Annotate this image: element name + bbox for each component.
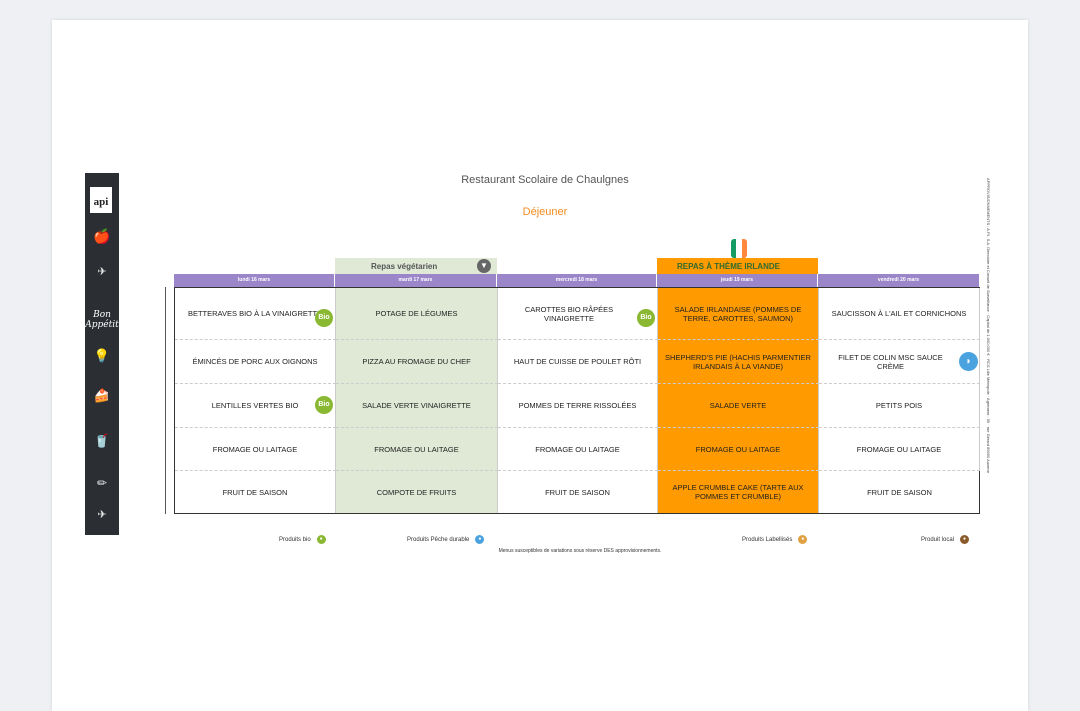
bio-badge-icon: Bio [315,396,333,414]
restaurant-title: Restaurant Scolaire de Chaulgnes [461,174,629,186]
menu-cell: SALADE VERTE [658,384,819,428]
menu-cell: FROMAGE OU LAITAGE [175,428,336,471]
legend-label: Produits Labellisés ● [742,535,808,545]
menu-grid: BETTERAVES BIO À LA VINAIGRETTE POTAGE D… [174,287,980,514]
vegetarian-icon: ▼ [477,259,491,273]
menu-cell: SHEPHERD'S PIE (HACHIS PARMENTIER IRLAND… [658,340,819,384]
menu-cell: FRUIT DE SAISON [175,471,336,513]
apple-icon: 🍎 [93,228,111,244]
menu-cell: BETTERAVES BIO À LA VINAIGRETTE [175,288,336,340]
legend-bio-label: Produits bio [279,537,311,544]
bon-appetit-tagline: Bon Appétit [85,310,119,330]
pencil-icon: ✏ [96,476,108,490]
day-header-tuesday: mardi 17 mars [335,274,497,287]
menu-cell: SAUCISSON À L'AIL ET CORNICHONS [819,288,980,340]
side-legal-text: APPROVISIONNEMENTS : A.P.I. S.A. Directo… [985,178,991,538]
bio-legend-icon: ● [316,535,326,544]
menu-cell: COMPOTE DE FRUITS [336,471,498,513]
left-rule [165,287,166,514]
menu-cell: FRUIT DE SAISON [498,471,658,513]
menu-cell: FROMAGE OU LAITAGE [819,428,980,471]
day-header-wednesday: mercredi 18 mars [497,274,657,287]
menu-cell: PIZZA AU FROMAGE DU CHEF [336,340,498,384]
menu-cell: POMMES DE TERRE RISSOLÉES [498,384,658,428]
brand-sidebar: api 🍎 ✈ Bon Appétit 💡 🍰 🥤 ✏ ✈ [85,173,119,535]
legend-bio: Produits bio ● [279,535,326,545]
menu-cell: SALADE VERTE VINAIGRETTE [336,384,498,428]
meal-title: Déjeuner [522,206,568,218]
label-legend-icon: ● [798,535,808,544]
irish-meal-banner: REPAS À THÈME IRLANDE [657,258,818,274]
cake-icon: 🍰 [93,388,111,403]
menu-cell: FROMAGE OU LAITAGE [336,428,498,471]
vegetarian-meal-banner: Repas végétarien ▼ [335,258,497,274]
legend-fish: Produits Pêche durable ● [407,535,485,545]
plane-icon: ✈ [97,509,107,521]
menu-cell: POTAGE DE LÉGUMES [336,288,498,340]
day-header-friday: vendredi 20 mars [818,274,980,287]
menu-page [52,20,1028,711]
menu-cell: FROMAGE OU LAITAGE [498,428,658,471]
fish-legend-icon: ● [475,535,485,544]
irish-label: REPAS À THÈME IRLANDE [677,262,780,271]
day-header-monday: lundi 16 mars [174,274,335,287]
supply-note: Menus susceptibles de variations sous ré… [498,548,662,554]
side-legal-label: APPROVISIONNEMENTS : A.P.I. S.A. Directo… [986,178,991,474]
menu-cell: LENTILLES VERTES BIO [175,384,336,428]
legend-local-label: Produit local [921,537,955,544]
ireland-flag-icon [731,239,747,258]
legend-label-label: Produits Labellisés [742,537,793,544]
paper-plane-icon: ✈ [97,266,107,278]
lightbulb-icon: 💡 [93,348,111,363]
menu-cell: FRUIT DE SAISON [867,487,932,497]
legend-fish-label: Produits Pêche durable [407,537,470,544]
menu-cell: PETITS POIS [819,384,980,428]
menu-cell: CAROTTES BIO RÂPÉES VINAIGRETTE [498,288,658,340]
legend-local: Produit local ● [921,535,970,545]
menu-cell: ÉMINCÉS DE PORC AUX OIGNONS [175,340,336,384]
vegetarian-label: Repas végétarien [371,262,438,271]
menu-cell: APPLE CRUMBLE CAKE (TARTE AUX POMMES ET … [658,471,819,513]
sustainable-fish-icon: ◗ [959,352,978,371]
menu-cell: SALADE IRLANDAISE (POMMES DE TERRE, CARO… [658,288,819,340]
day-header-thursday: jeudi 19 mars [657,274,818,287]
api-logo: api [90,187,112,213]
menu-cell: HAUT DE CUISSE DE POULET RÔTI [498,340,658,384]
bio-badge-icon: Bio [637,309,655,327]
bio-badge-icon: Bio [315,309,333,327]
menu-cell: FILET DE COLIN MSC SAUCE CRÈME [819,340,980,384]
drink-icon: 🥤 [93,433,111,448]
menu-cell: FROMAGE OU LAITAGE [658,428,819,471]
local-legend-icon: ● [960,535,970,544]
